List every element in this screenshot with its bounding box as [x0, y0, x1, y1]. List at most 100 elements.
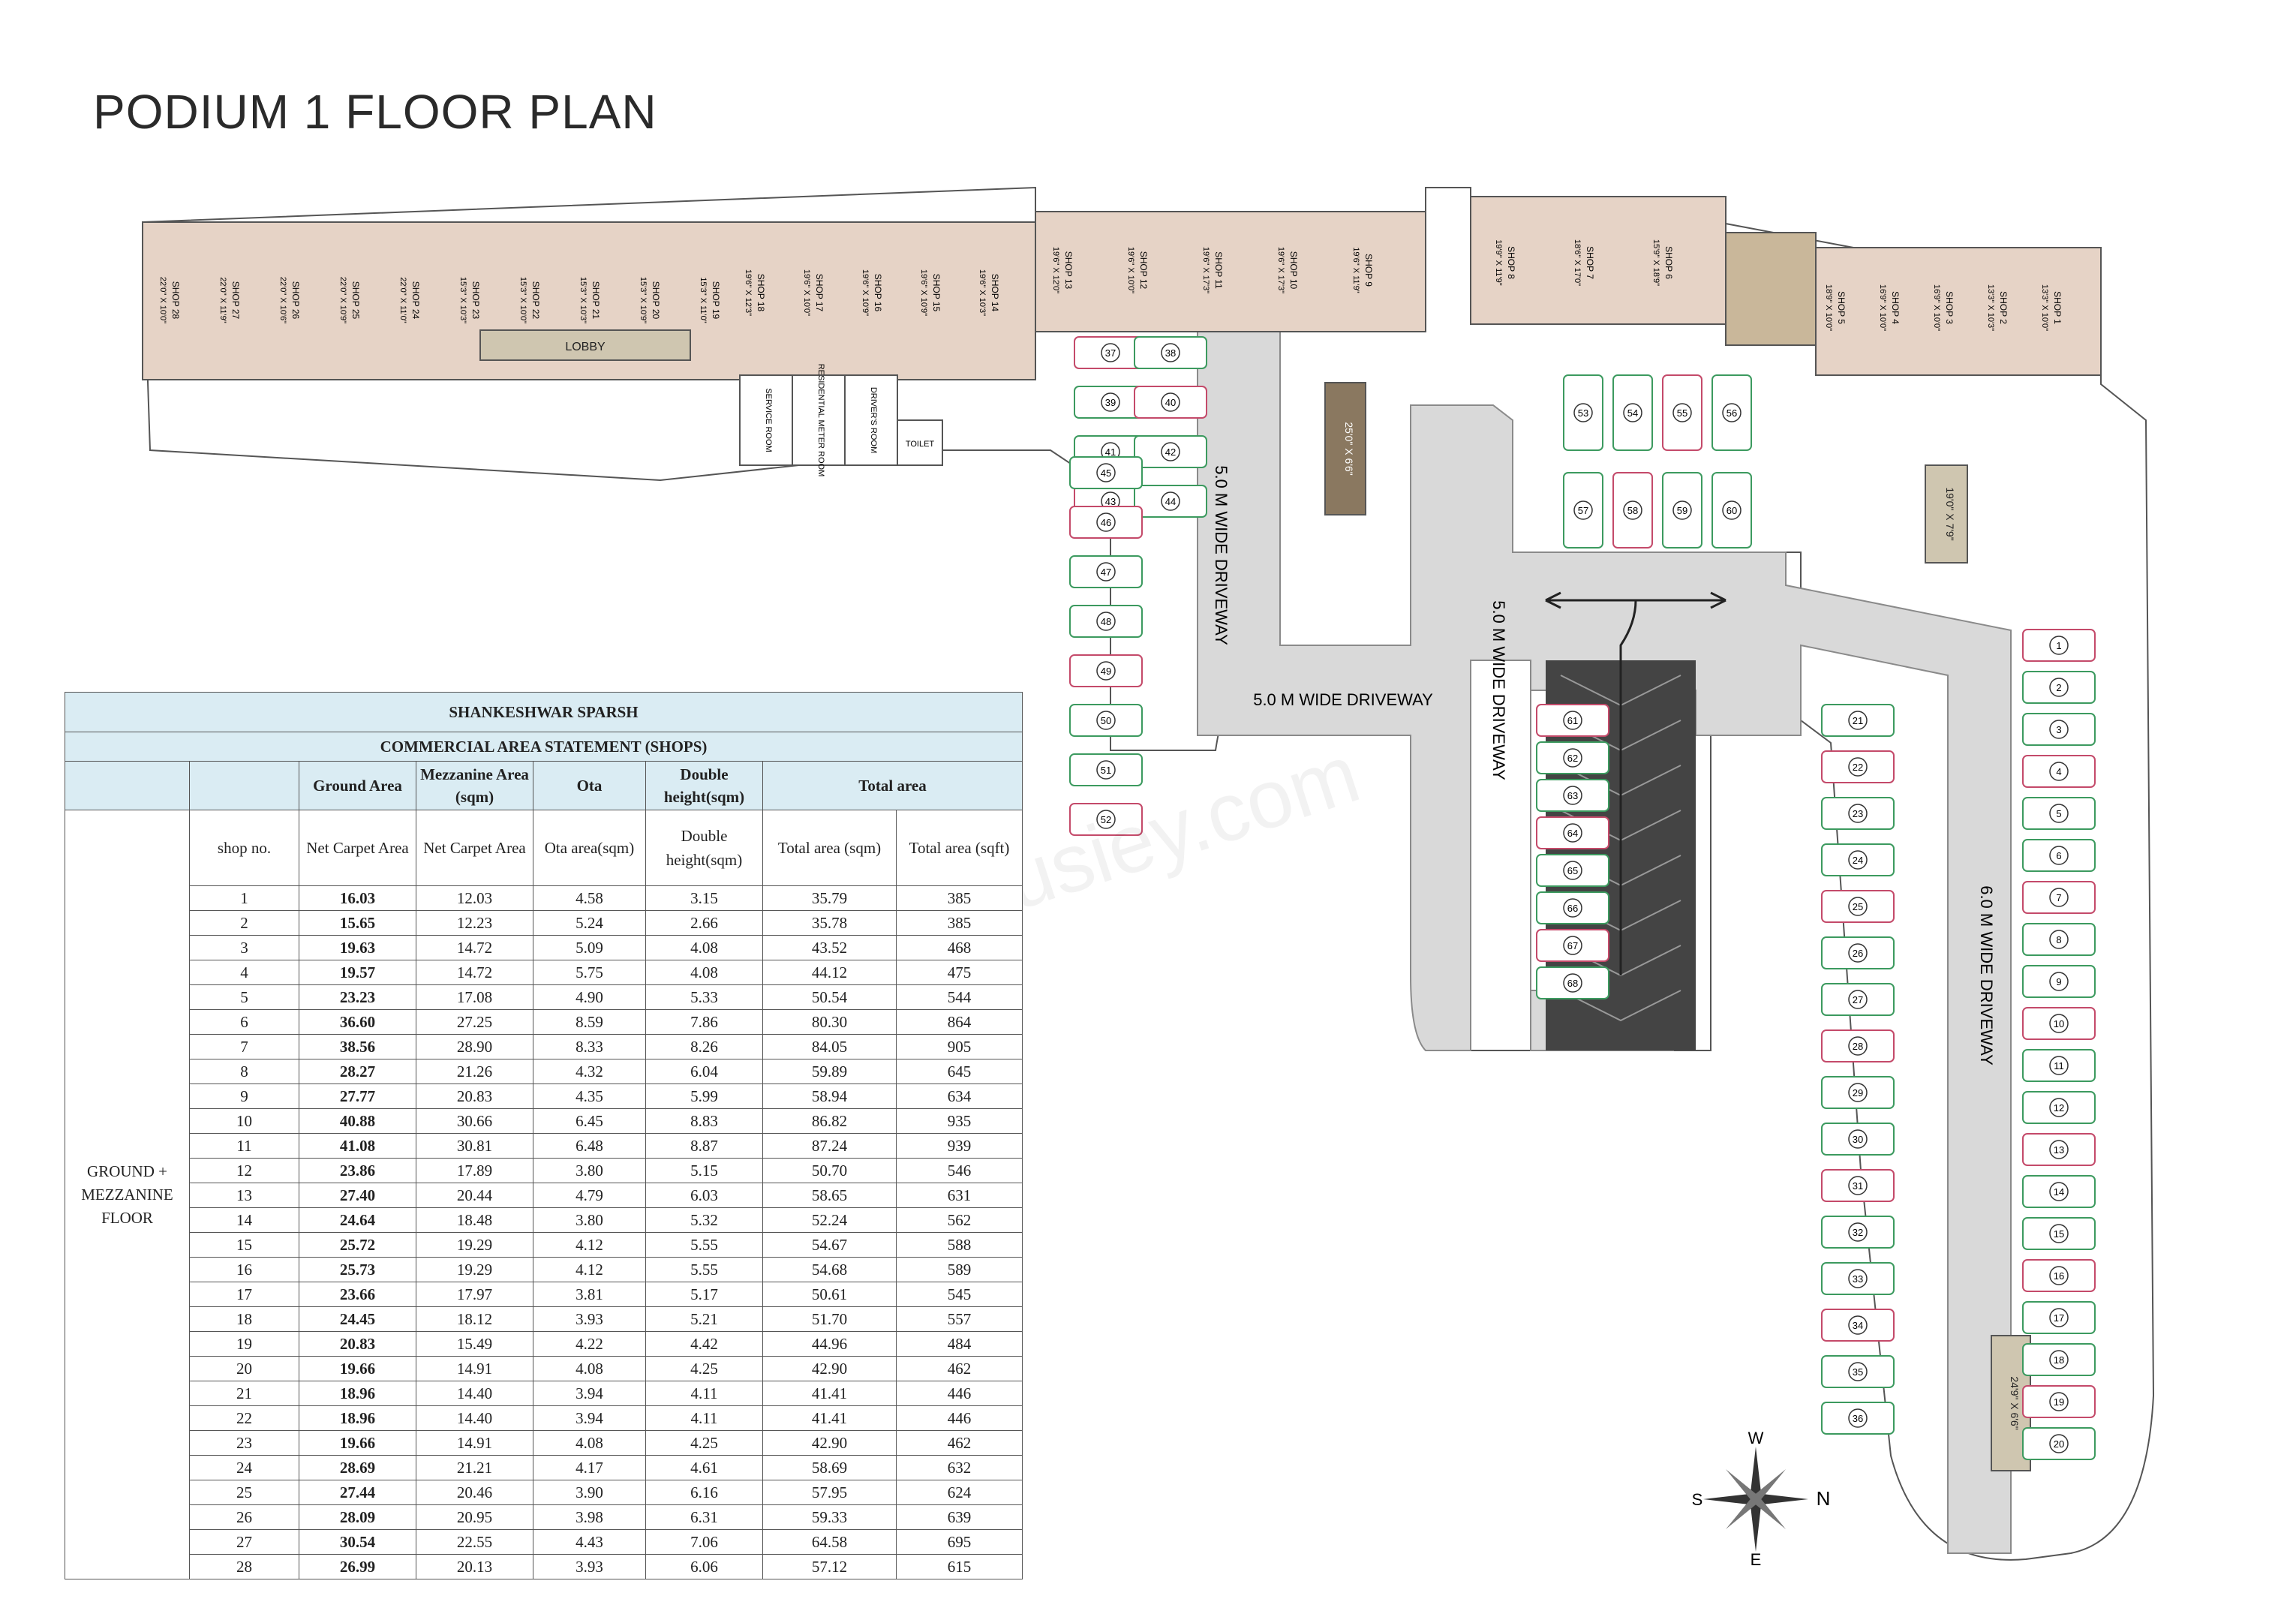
car-outline — [2022, 839, 2096, 872]
shop-dimension: 22'0" X 11'0" — [398, 277, 407, 323]
cell-ota-area: 3.94 — [533, 1381, 646, 1406]
slot-number-ring — [1563, 861, 1582, 880]
cell-ota-area: 4.17 — [533, 1455, 646, 1480]
cell-total-sqft: 446 — [896, 1405, 1023, 1431]
parking-slot: 50 — [1069, 704, 1143, 737]
parking-slot: 40 — [1134, 386, 1207, 419]
lobby-label-center: 25'0" X 6'6" — [1343, 422, 1355, 475]
shop-label: SHOP 27 — [230, 281, 241, 320]
shop-dimension: 15'3" X 10'9" — [639, 277, 648, 323]
parking-slot: 31 — [1821, 1169, 1895, 1202]
slot-number-ring — [1722, 403, 1742, 422]
cell-mezzanine-area: 14.72 — [416, 960, 533, 985]
car-outline — [1821, 1262, 1895, 1295]
cell-double-height: 5.32 — [645, 1207, 763, 1233]
cell-ota-area: 3.80 — [533, 1207, 646, 1233]
cell-double-height: 7.86 — [645, 1009, 763, 1035]
cell-total-sqm: 58.69 — [762, 1455, 897, 1480]
parking-slot: 54 — [1612, 374, 1653, 451]
parking-slot: 13 — [2022, 1133, 2096, 1166]
parking-slot: 17 — [2022, 1301, 2096, 1334]
car-outline — [2022, 1343, 2096, 1376]
car-outline — [2022, 671, 2096, 704]
cell-double-height: 6.31 — [645, 1504, 763, 1530]
cell-mezzanine-area: 30.81 — [416, 1133, 533, 1159]
shop-dimension: 19'6" X 10'3" — [978, 269, 987, 316]
car-outline — [1662, 374, 1702, 451]
slot-number-ring — [2049, 1224, 2069, 1243]
shop-dimension: 16'9" X 10'0" — [1932, 284, 1941, 331]
cell-ota-area: 8.33 — [533, 1034, 646, 1059]
cell-mezzanine-area: 18.12 — [416, 1306, 533, 1332]
shop-dimension: 22'0" X 10'9" — [338, 277, 347, 323]
car-outline — [1134, 485, 1207, 518]
parking-slot: 42 — [1134, 435, 1207, 468]
cell-total-sqm: 50.70 — [762, 1158, 897, 1183]
cell-ground-area: 19.57 — [299, 960, 416, 985]
slot-number-ring — [1563, 936, 1582, 955]
parking-slot: 46 — [1069, 506, 1143, 539]
car-outline — [2022, 1259, 2096, 1292]
cell-ota-area: 3.98 — [533, 1504, 646, 1530]
cell-shop-no: 26 — [189, 1504, 299, 1530]
cell-mezzanine-area: 22.55 — [416, 1529, 533, 1555]
shop-label: SHOP 16 — [873, 274, 883, 312]
cell-ota-area: 4.79 — [533, 1183, 646, 1208]
parking-slot: 27 — [1821, 983, 1895, 1016]
driveway-label-ramp: 5.0 M WIDE DRIVEWAY — [1489, 600, 1508, 780]
car-outline — [1069, 753, 1143, 786]
shop-label: SHOP 14 — [990, 274, 1000, 312]
slot-number-ring — [1848, 757, 1868, 777]
slot-number-ring — [2049, 762, 2069, 781]
slot-number-ring — [2049, 678, 2069, 697]
shop-label: SHOP 10 — [1288, 251, 1299, 290]
slot-number: 67 — [1567, 940, 1578, 951]
cell-total-sqft: 446 — [896, 1381, 1023, 1406]
cell-shop-no: 24 — [189, 1455, 299, 1480]
cell-mezzanine-area: 14.40 — [416, 1405, 533, 1431]
slot-number: 10 — [2054, 1018, 2064, 1029]
cell-total-sqft: 588 — [896, 1232, 1023, 1258]
cell-shop-no: 2 — [189, 910, 299, 936]
slot-number: 3 — [2056, 724, 2061, 735]
slot-number: 17 — [2054, 1312, 2064, 1324]
cell-double-height: 5.15 — [645, 1158, 763, 1183]
slot-number-ring — [2049, 636, 2069, 655]
slot-number: 33 — [1853, 1273, 1863, 1285]
floor-label: GROUND + MEZZANINE FLOOR — [65, 810, 190, 1579]
slot-number-ring — [1573, 403, 1593, 422]
slot-number-ring — [1563, 786, 1582, 805]
cell-ground-area: 15.65 — [299, 910, 416, 936]
cell-total-sqft: 939 — [896, 1133, 1023, 1159]
parking-slot: 60 — [1711, 472, 1752, 549]
slot-number-ring — [1563, 823, 1582, 843]
cell-double-height: 4.08 — [645, 960, 763, 985]
cell-total-sqm: 59.89 — [762, 1059, 897, 1084]
cell-mezzanine-area: 21.26 — [416, 1059, 533, 1084]
cell-total-sqft: 935 — [896, 1108, 1023, 1134]
parking-slot: 16 — [2022, 1259, 2096, 1292]
car-outline — [1711, 374, 1752, 451]
slot-number: 64 — [1567, 828, 1578, 839]
cell-shop-no: 16 — [189, 1257, 299, 1282]
cell-total-sqm: 43.52 — [762, 935, 897, 960]
col-shop-no: shop no. — [189, 810, 299, 886]
shop-dimension: 15'3" X 10'3" — [579, 277, 588, 323]
parking-slot: 1 — [2022, 629, 2096, 662]
car-outline — [1069, 654, 1143, 687]
cell-total-sqm: 42.90 — [762, 1430, 897, 1456]
parking-slot: 12 — [2022, 1091, 2096, 1124]
cell-total-sqft: 562 — [896, 1207, 1023, 1233]
car-outline — [1069, 555, 1143, 588]
cell-total-sqm: 35.79 — [762, 885, 897, 911]
cell-double-height: 8.26 — [645, 1034, 763, 1059]
car-outline — [1612, 472, 1653, 549]
car-outline — [1821, 1029, 1895, 1062]
car-outline — [2022, 1049, 2096, 1082]
